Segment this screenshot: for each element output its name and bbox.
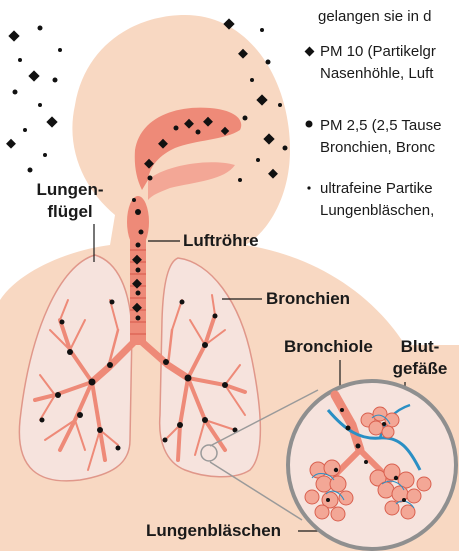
pm10-line-2: Nasenhöhle, Luft <box>320 65 433 83</box>
ultrafine-line-2: Lungenbläschen, <box>320 202 434 220</box>
trachea <box>130 235 146 345</box>
label-luftroehre: Luftröhre <box>183 231 259 251</box>
diamond-bullet-icon <box>305 47 315 57</box>
label-lungenfluegel-2: flügel <box>30 202 110 222</box>
pm25-line-1: PM 2,5 (2,5 Tause <box>320 117 441 135</box>
label-blutgefaesse-1: Blut- <box>390 337 450 357</box>
alveoli-magnification <box>288 381 456 549</box>
ultrafine-line-1: ultrafeine Partike <box>320 180 433 198</box>
intro-text: gelangen sie in d <box>318 8 431 26</box>
pm10-line-1: PM 10 (Partikelgr <box>320 43 436 61</box>
label-lungenfluegel-1: Lungen- <box>30 180 110 200</box>
label-bronchiole: Bronchiole <box>284 337 373 357</box>
label-bronchien: Bronchien <box>266 289 350 309</box>
small-dot-bullet-icon <box>307 186 310 189</box>
dot-bullet-icon <box>306 121 313 128</box>
label-lungenblaeschen: Lungenbläschen <box>146 521 281 541</box>
label-blutgefaesse-2: gefäße <box>388 359 452 379</box>
pm25-line-2: Bronchien, Bronc <box>320 139 435 157</box>
